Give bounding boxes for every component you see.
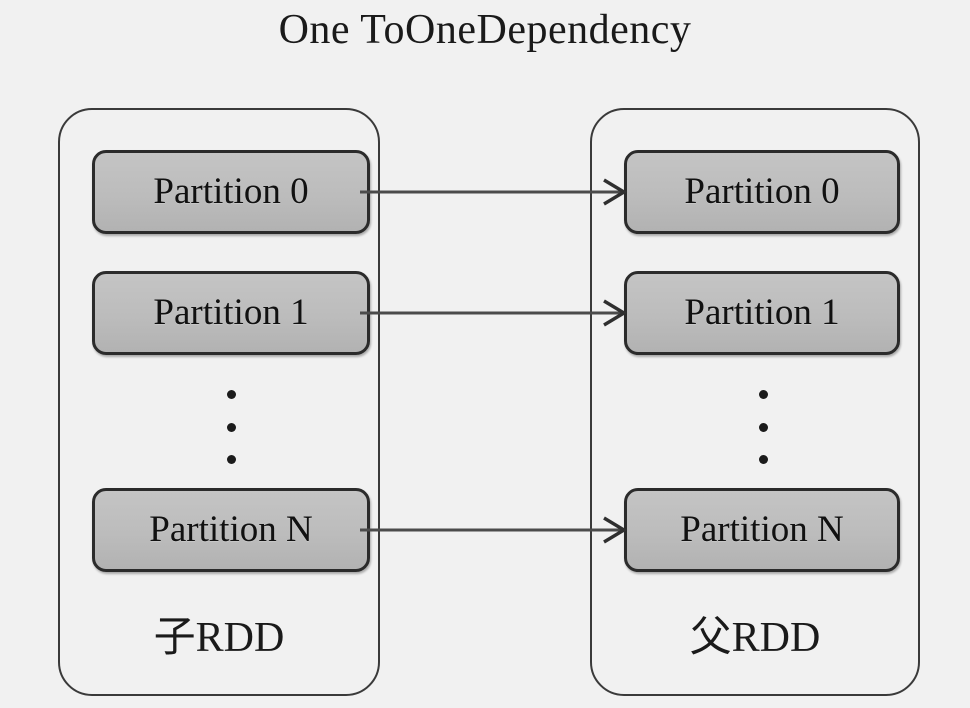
partition-label: Partition 1 — [684, 292, 840, 333]
ellipsis-dot — [226, 455, 236, 464]
ellipsis-dot — [226, 390, 236, 399]
partition-label: Partition N — [149, 509, 313, 550]
partition-box-parent-n[interactable]: Partition N — [624, 488, 900, 572]
partition-box-child-0[interactable]: Partition 0 — [92, 150, 370, 234]
dependency-arrow-n — [360, 516, 628, 544]
vertical-ellipsis-icon-parent — [748, 384, 778, 470]
partition-box-child-1[interactable]: Partition 1 — [92, 271, 370, 355]
partition-box-parent-0[interactable]: Partition 0 — [624, 150, 900, 234]
ellipsis-dot — [758, 422, 768, 432]
partition-label: Partition 0 — [684, 171, 840, 212]
page-title: One ToOneDependency — [278, 7, 692, 53]
ellipsis-dot — [226, 422, 236, 432]
partition-box-child-n[interactable]: Partition N — [92, 488, 370, 572]
ellipsis-dot — [758, 390, 768, 399]
partition-label: Partition 1 — [153, 292, 309, 333]
rdd-label-child: 子RDD — [153, 615, 285, 661]
dependency-arrow-1 — [360, 299, 628, 327]
dependency-arrow-0 — [360, 178, 628, 206]
vertical-ellipsis-icon-child — [216, 384, 246, 470]
partition-box-parent-1[interactable]: Partition 1 — [624, 271, 900, 355]
partition-label: Partition 0 — [153, 171, 309, 212]
ellipsis-dot — [758, 455, 768, 464]
partition-label: Partition N — [680, 509, 844, 550]
rdd-label-parent: 父RDD — [689, 615, 821, 661]
